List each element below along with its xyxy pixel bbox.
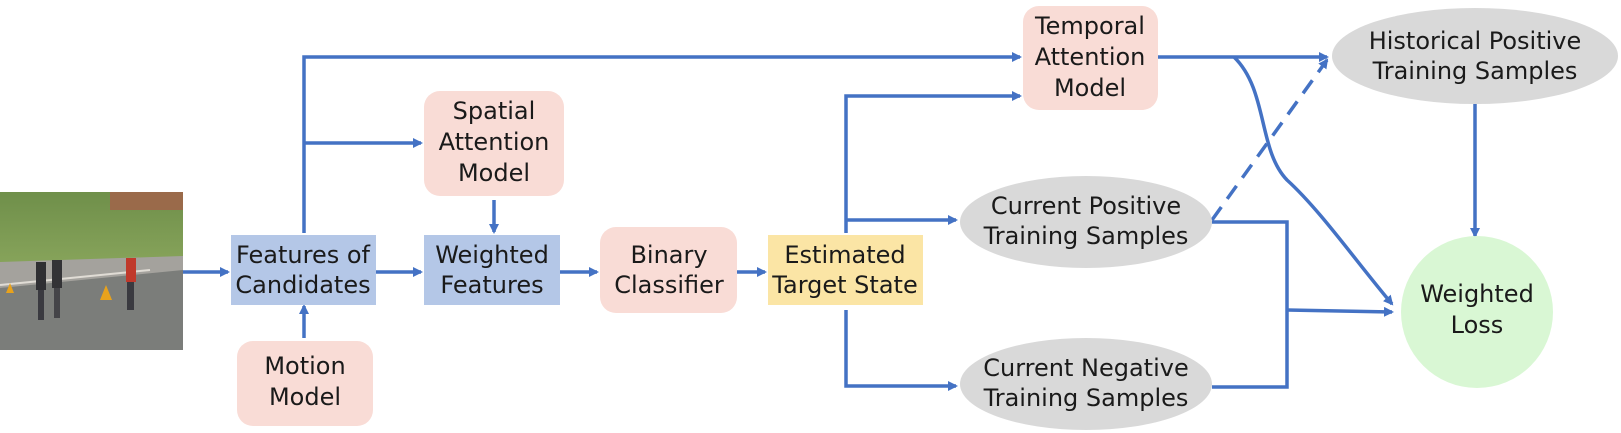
node-label-line: Estimated [784, 241, 905, 269]
node-label-line: Candidates [235, 271, 370, 299]
node-label-line: Current Negative [983, 354, 1188, 382]
node-label-line: Weighted [1420, 280, 1534, 308]
node-label-line: Features [440, 271, 543, 299]
node-label-line: Binary [630, 241, 707, 269]
node-label-line: Target State [771, 271, 917, 299]
node-label-line: Features of [236, 241, 371, 269]
node-label-line: Attention [1035, 43, 1146, 71]
node-label-line: Training Samples [1372, 57, 1578, 85]
arrow-current-positive-to-historical [1210, 58, 1329, 222]
node-label-line: Attention [439, 128, 550, 156]
node-label-line: Motion [264, 352, 345, 380]
node-label-line: Temporal [1034, 12, 1145, 40]
node-label-line: Loss [1451, 311, 1504, 339]
node-label-line: Training Samples [983, 222, 1189, 250]
node-label-line: Spatial [453, 97, 536, 125]
arrow-estimated-to-current-negative [844, 310, 958, 391]
connectors [183, 52, 1480, 391]
node-label-line: Training Samples [983, 384, 1189, 412]
node-label-line: Model [458, 159, 530, 187]
node-label-line: Model [269, 383, 341, 411]
video-frame-image [0, 192, 183, 350]
arrow-estimated-to-temporal [844, 91, 1022, 233]
node-label-line: Model [1054, 74, 1126, 102]
node-label-line: Weighted [435, 241, 549, 269]
line-current-positive-merge [1212, 220, 1289, 389]
node-label-line: Current Positive [991, 192, 1181, 220]
node-label-line: Historical Positive [1369, 27, 1582, 55]
arrow-merge-to-weighted-loss [1286, 306, 1394, 317]
arrow-features-to-temporal [302, 52, 1022, 233]
node-label-line: Classifier [614, 271, 724, 299]
arrow-temporal-to-weighted-loss [1232, 55, 1394, 306]
